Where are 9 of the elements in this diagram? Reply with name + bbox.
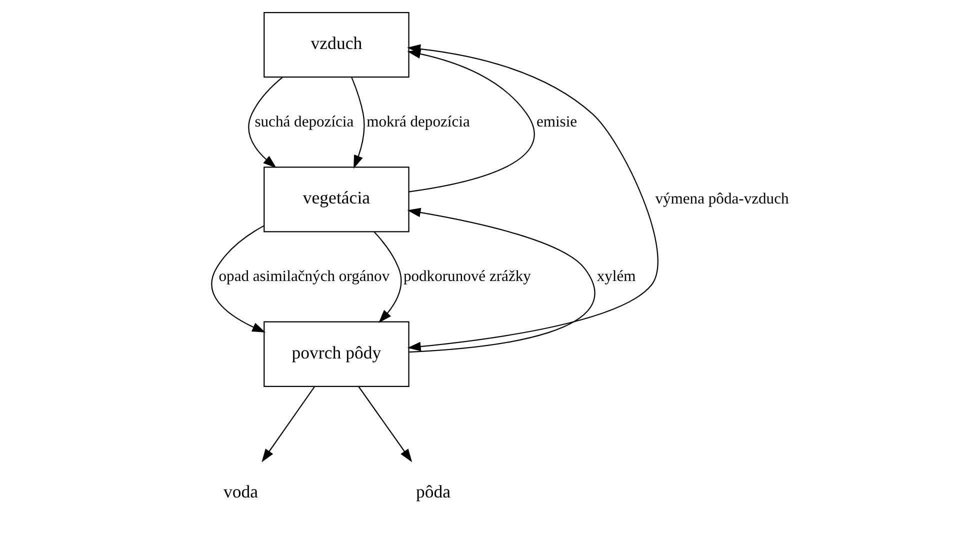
edge-label: výmena pôda-vzduch — [655, 190, 789, 208]
node-text: pôda — [416, 481, 451, 502]
edge-label: podkorunové zrážky — [403, 268, 531, 285]
edge-label: suchá depozícia — [254, 113, 354, 130]
edge-label: opad asimilačných orgánov — [218, 268, 390, 285]
edge-label: mokrá depozícia — [366, 113, 470, 130]
node-text: voda — [223, 481, 258, 502]
edge-label: xylém — [596, 268, 636, 285]
edge-label: emisie — [536, 113, 578, 130]
